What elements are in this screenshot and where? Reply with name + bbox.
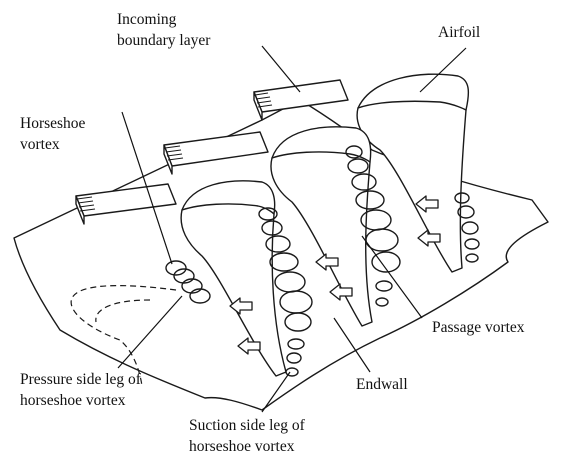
- incoming-boundary-layer-label: Incoming boundary layer: [117, 11, 211, 49]
- suction-side-leg-line-1: Suction side leg of: [189, 417, 306, 434]
- horseshoe-vortex-line-2: vortex: [20, 136, 60, 153]
- pressure-side-leg-label: Pressure side leg of horseshoe vortex: [20, 371, 145, 409]
- incoming-boundary-layer-line-1: Incoming: [117, 11, 177, 28]
- suction-side-leg-line-2: horseshoe vortex: [189, 438, 295, 455]
- pressure-side-leg-line-2: horseshoe vortex: [20, 392, 126, 409]
- airfoil-label: Airfoil: [438, 24, 480, 41]
- horseshoe-vortex-label: Horseshoe vortex: [20, 115, 89, 153]
- suction-side-leg-label: Suction side leg of horseshoe vortex: [189, 417, 309, 455]
- passage-vortex-label: Passage vortex: [432, 319, 525, 336]
- horseshoe-vortex-line-1: Horseshoe: [20, 115, 86, 132]
- endwall-label: Endwall: [356, 376, 408, 393]
- incoming-boundary-layer-line-2: boundary layer: [117, 32, 211, 49]
- pressure-side-leg-line-1: Pressure side leg of: [20, 371, 142, 388]
